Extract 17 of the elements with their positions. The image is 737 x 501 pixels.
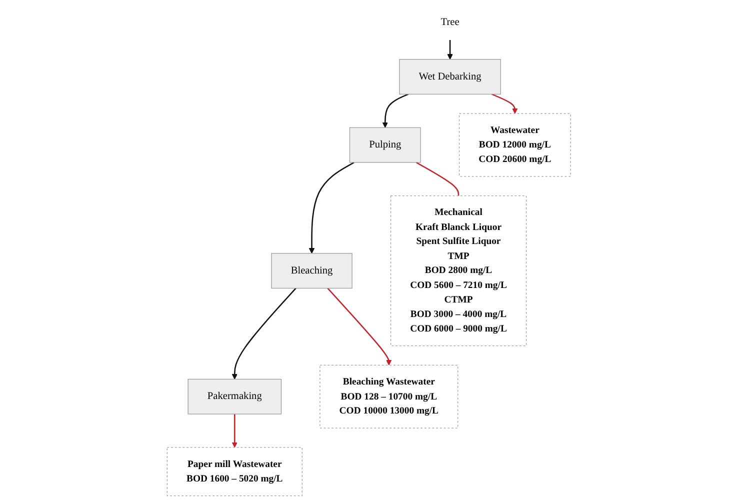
- connector: [416, 162, 459, 196]
- node-box: Bleaching: [270, 253, 352, 289]
- node-box: Pakermaking: [187, 378, 282, 414]
- arrow: [308, 162, 354, 254]
- node-box: Bleaching Wastewater BOD 128 – 10700 mg/L COD 10000 13000 mg/L: [319, 364, 458, 428]
- node-text: Tree: [440, 16, 459, 28]
- node-box: Wet Debarking: [398, 59, 501, 95]
- node-box: Wastewater BOD 12000 mg/L COD 20600 mg/L: [458, 113, 571, 177]
- node-box: Mechanical Kraft Blanck Liquor Spent Sulfite Liquor TMP BOD 2800 mg/L COD 5600 – 7210 mg/L CTMP BOD 3000 – 4000 mg/L COD 6000 – 9000 mg/L: [390, 196, 526, 346]
- arrow: [326, 288, 392, 366]
- node-box: Pulping: [349, 127, 421, 163]
- arrow: [231, 288, 296, 380]
- arrow: [446, 40, 452, 60]
- arrow: [491, 94, 518, 114]
- arrow: [382, 94, 408, 128]
- node-box: Paper mill Wastewater BOD 1600 – 5020 mg/L: [166, 447, 302, 496]
- arrow: [231, 414, 238, 448]
